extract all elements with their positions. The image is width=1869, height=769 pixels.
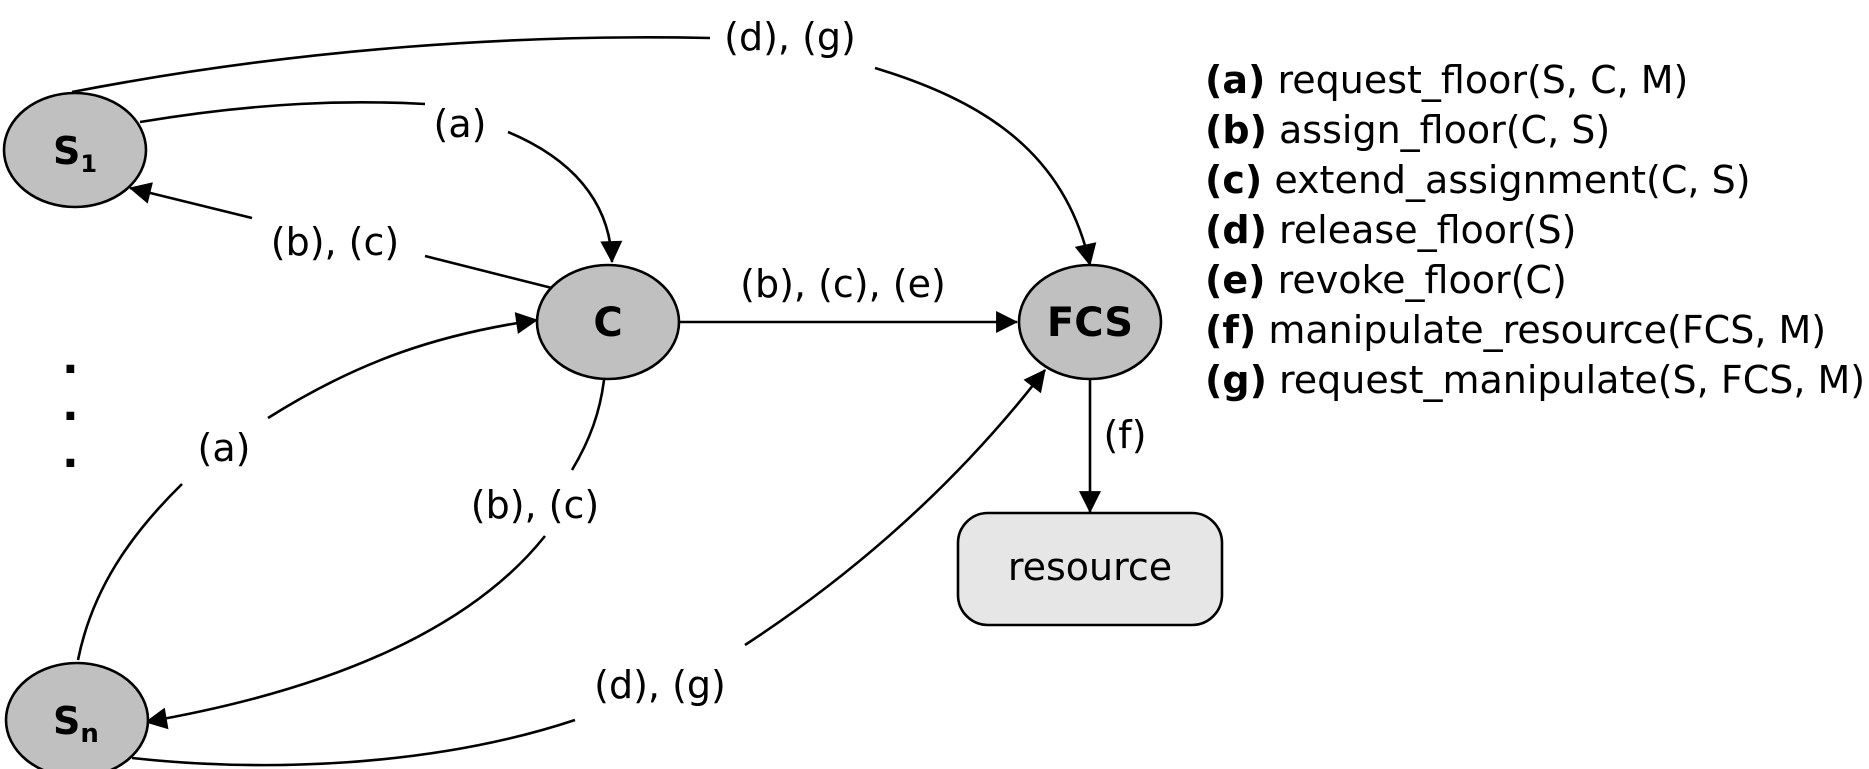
label-sn-to-fcs: (d), (g) (594, 663, 726, 707)
legend-key: (e) (1205, 258, 1266, 302)
edge-s1-to-c-part1 (139, 101, 426, 124)
edge-sn-to-fcs (744, 369, 1047, 647)
legend-key: (f) (1205, 308, 1256, 352)
legend-key: (a) (1205, 58, 1265, 102)
edge-s1-to-fcs (874, 66, 1097, 267)
legend: (a) request_floor(S, C, M) (b) assign_flo… (1205, 58, 1865, 402)
legend-item: (f) manipulate_resource(FCS, M) (1205, 308, 1826, 352)
label-s1-to-fcs: (d), (g) (724, 15, 856, 59)
legend-key: (c) (1205, 158, 1262, 202)
legend-description: extend_assignment(C, S) (1262, 158, 1750, 202)
edge-s1-to-fcs-part1 (71, 36, 711, 94)
edge-sn-to-c-part1 (76, 483, 183, 661)
label-c-to-s1: (b), (c) (271, 220, 399, 264)
legend-item: (c) extend_assignment(C, S) (1205, 158, 1751, 202)
svg-text:Sn: Sn (53, 699, 99, 749)
node-c (535, 263, 681, 381)
node-c-label: C (593, 300, 622, 346)
edge-s1-to-c (507, 130, 623, 264)
legend-description: request_manipulate(S, FCS, M) (1267, 358, 1865, 402)
edge-c-to-s1-part2 (424, 254, 553, 290)
edge-sn-to-fcs-part1 (131, 718, 576, 767)
label-fcs-to-resource: (f) (1103, 413, 1146, 457)
legend-item: (a) request_floor(S, C, M) (1205, 58, 1688, 102)
edge-c-to-s1 (128, 182, 253, 220)
node-resource (956, 511, 1224, 627)
node-s1 (2, 91, 148, 209)
legend-description: release_floor(S) (1267, 208, 1576, 252)
ellipsis-dot-3: . (62, 427, 79, 478)
edge-c-to-sn-part1 (570, 379, 606, 471)
legend-description: revoke_floor(C) (1266, 258, 1567, 302)
label-s1-to-c: (a) (434, 102, 487, 146)
legend-description: request_floor(S, C, M) (1265, 58, 1688, 102)
node-s1-label: S (53, 129, 80, 173)
svg-text:S1: S1 (53, 129, 97, 178)
node-sn-subscript: n (80, 719, 99, 749)
ellipsis-dot-2: . (62, 380, 79, 431)
legend-key: (d) (1205, 208, 1267, 252)
ellipsis-dot-1: . (62, 333, 79, 384)
legend-item: (e) revoke_floor(C) (1205, 258, 1567, 302)
legend-description: manipulate_resource(FCS, M) (1256, 308, 1826, 352)
edge-sn-to-c (267, 312, 539, 420)
legend-item: (g) request_manipulate(S, FCS, M) (1205, 358, 1865, 402)
node-fcs-label: FCS (1047, 300, 1133, 346)
legend-key: (g) (1205, 358, 1267, 402)
node-sn (4, 661, 150, 769)
label-c-to-sn: (b), (c) (471, 483, 599, 527)
legend-description: assign_floor(C, S) (1267, 108, 1610, 152)
legend-item: (b) assign_floor(C, S) (1205, 108, 1610, 152)
node-resource-label: resource (1008, 545, 1172, 589)
node-s1-subscript: 1 (80, 150, 97, 178)
label-sn-to-c: (a) (198, 426, 251, 470)
label-c-to-fcs: (b), (c), (e) (740, 262, 946, 306)
node-sn-label: S (53, 699, 80, 743)
edge-c-to-sn (144, 535, 547, 730)
legend-key: (b) (1205, 108, 1267, 152)
legend-item: (d) release_floor(S) (1205, 208, 1576, 252)
node-fcs (1017, 263, 1163, 381)
